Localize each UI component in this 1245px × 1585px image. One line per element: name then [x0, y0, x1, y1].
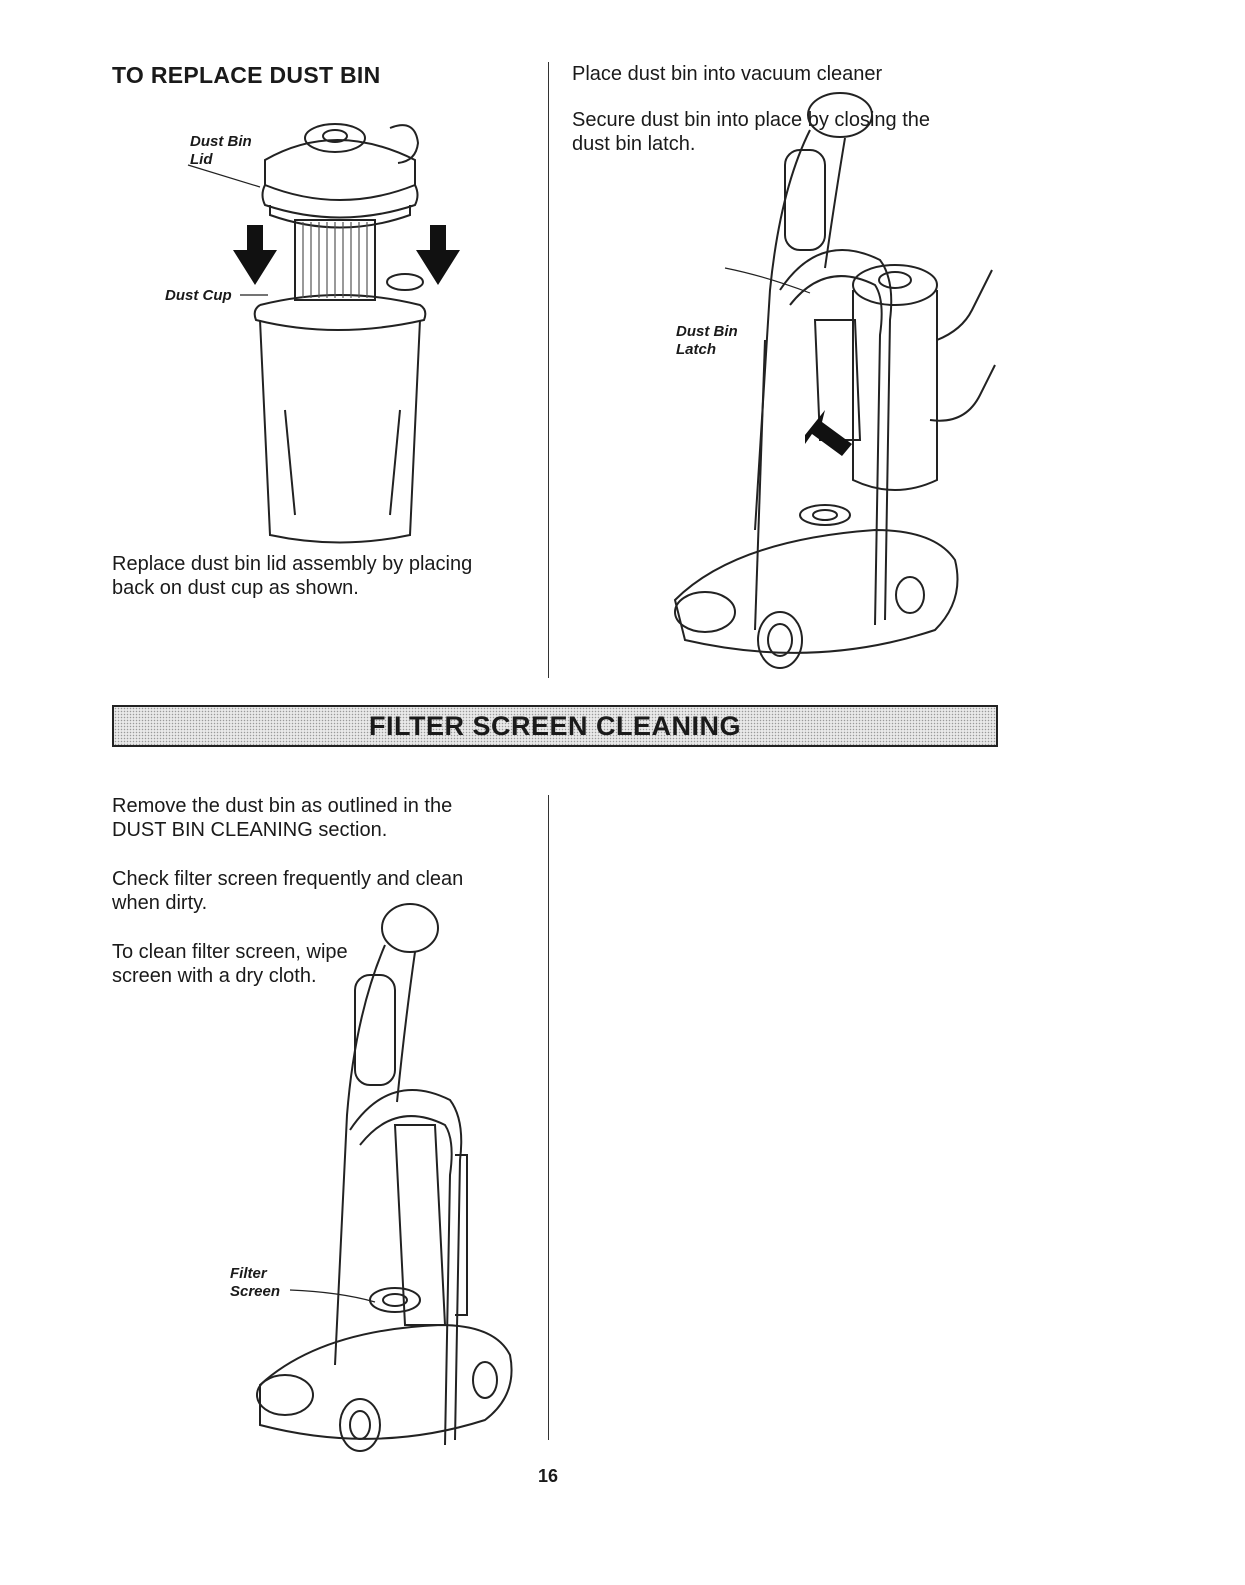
dust-bin-assembly-illustration — [187, 123, 460, 544]
page-number: 16 — [538, 1466, 559, 1486]
banner-title-filter-screen-cleaning: FILTER SCREEN CLEANING — [368, 710, 741, 741]
label-filter-screen-line1: Filter — [230, 1265, 267, 1282]
section-heading-replace-dust-bin: TO REPLACE DUST BIN — [112, 62, 381, 88]
label-filter-screen-line2: Screen — [230, 1283, 281, 1300]
label-dust-bin-lid-line1: Dust Bin — [190, 133, 252, 150]
vacuum-filter-screen-illustration — [256, 903, 513, 1452]
column-divider-bottom — [548, 795, 549, 1440]
instruction-check-filter: Check filter screen frequently and clean… — [112, 868, 464, 914]
section-banner: FILTER SCREEN CLEANING — [112, 705, 998, 747]
label-dust-cup: Dust Cup — [165, 287, 232, 304]
vacuum-latch-illustration — [673, 92, 996, 669]
caption-replace-lid: Replace dust bin lid assembly by placing… — [112, 553, 473, 599]
instruction-clean-filter-line1: To clean filter screen, wipe — [112, 941, 348, 963]
column-divider-top — [548, 62, 549, 678]
label-dust-bin-latch-line2: Latch — [676, 341, 717, 358]
instruction-place-dust-bin: Place dust bin into vacuum cleaner — [572, 63, 883, 85]
label-dust-bin-lid-line2: Lid — [190, 151, 213, 168]
instruction-secure-latch: Secure dust bin into place by closing th… — [572, 109, 930, 155]
instruction-clean-filter-line2: screen with a dry cloth. — [112, 965, 317, 987]
instruction-remove-dust-bin: Remove the dust bin as outlined in the D… — [112, 795, 453, 841]
label-dust-bin-latch-line1: Dust Bin — [676, 323, 738, 340]
